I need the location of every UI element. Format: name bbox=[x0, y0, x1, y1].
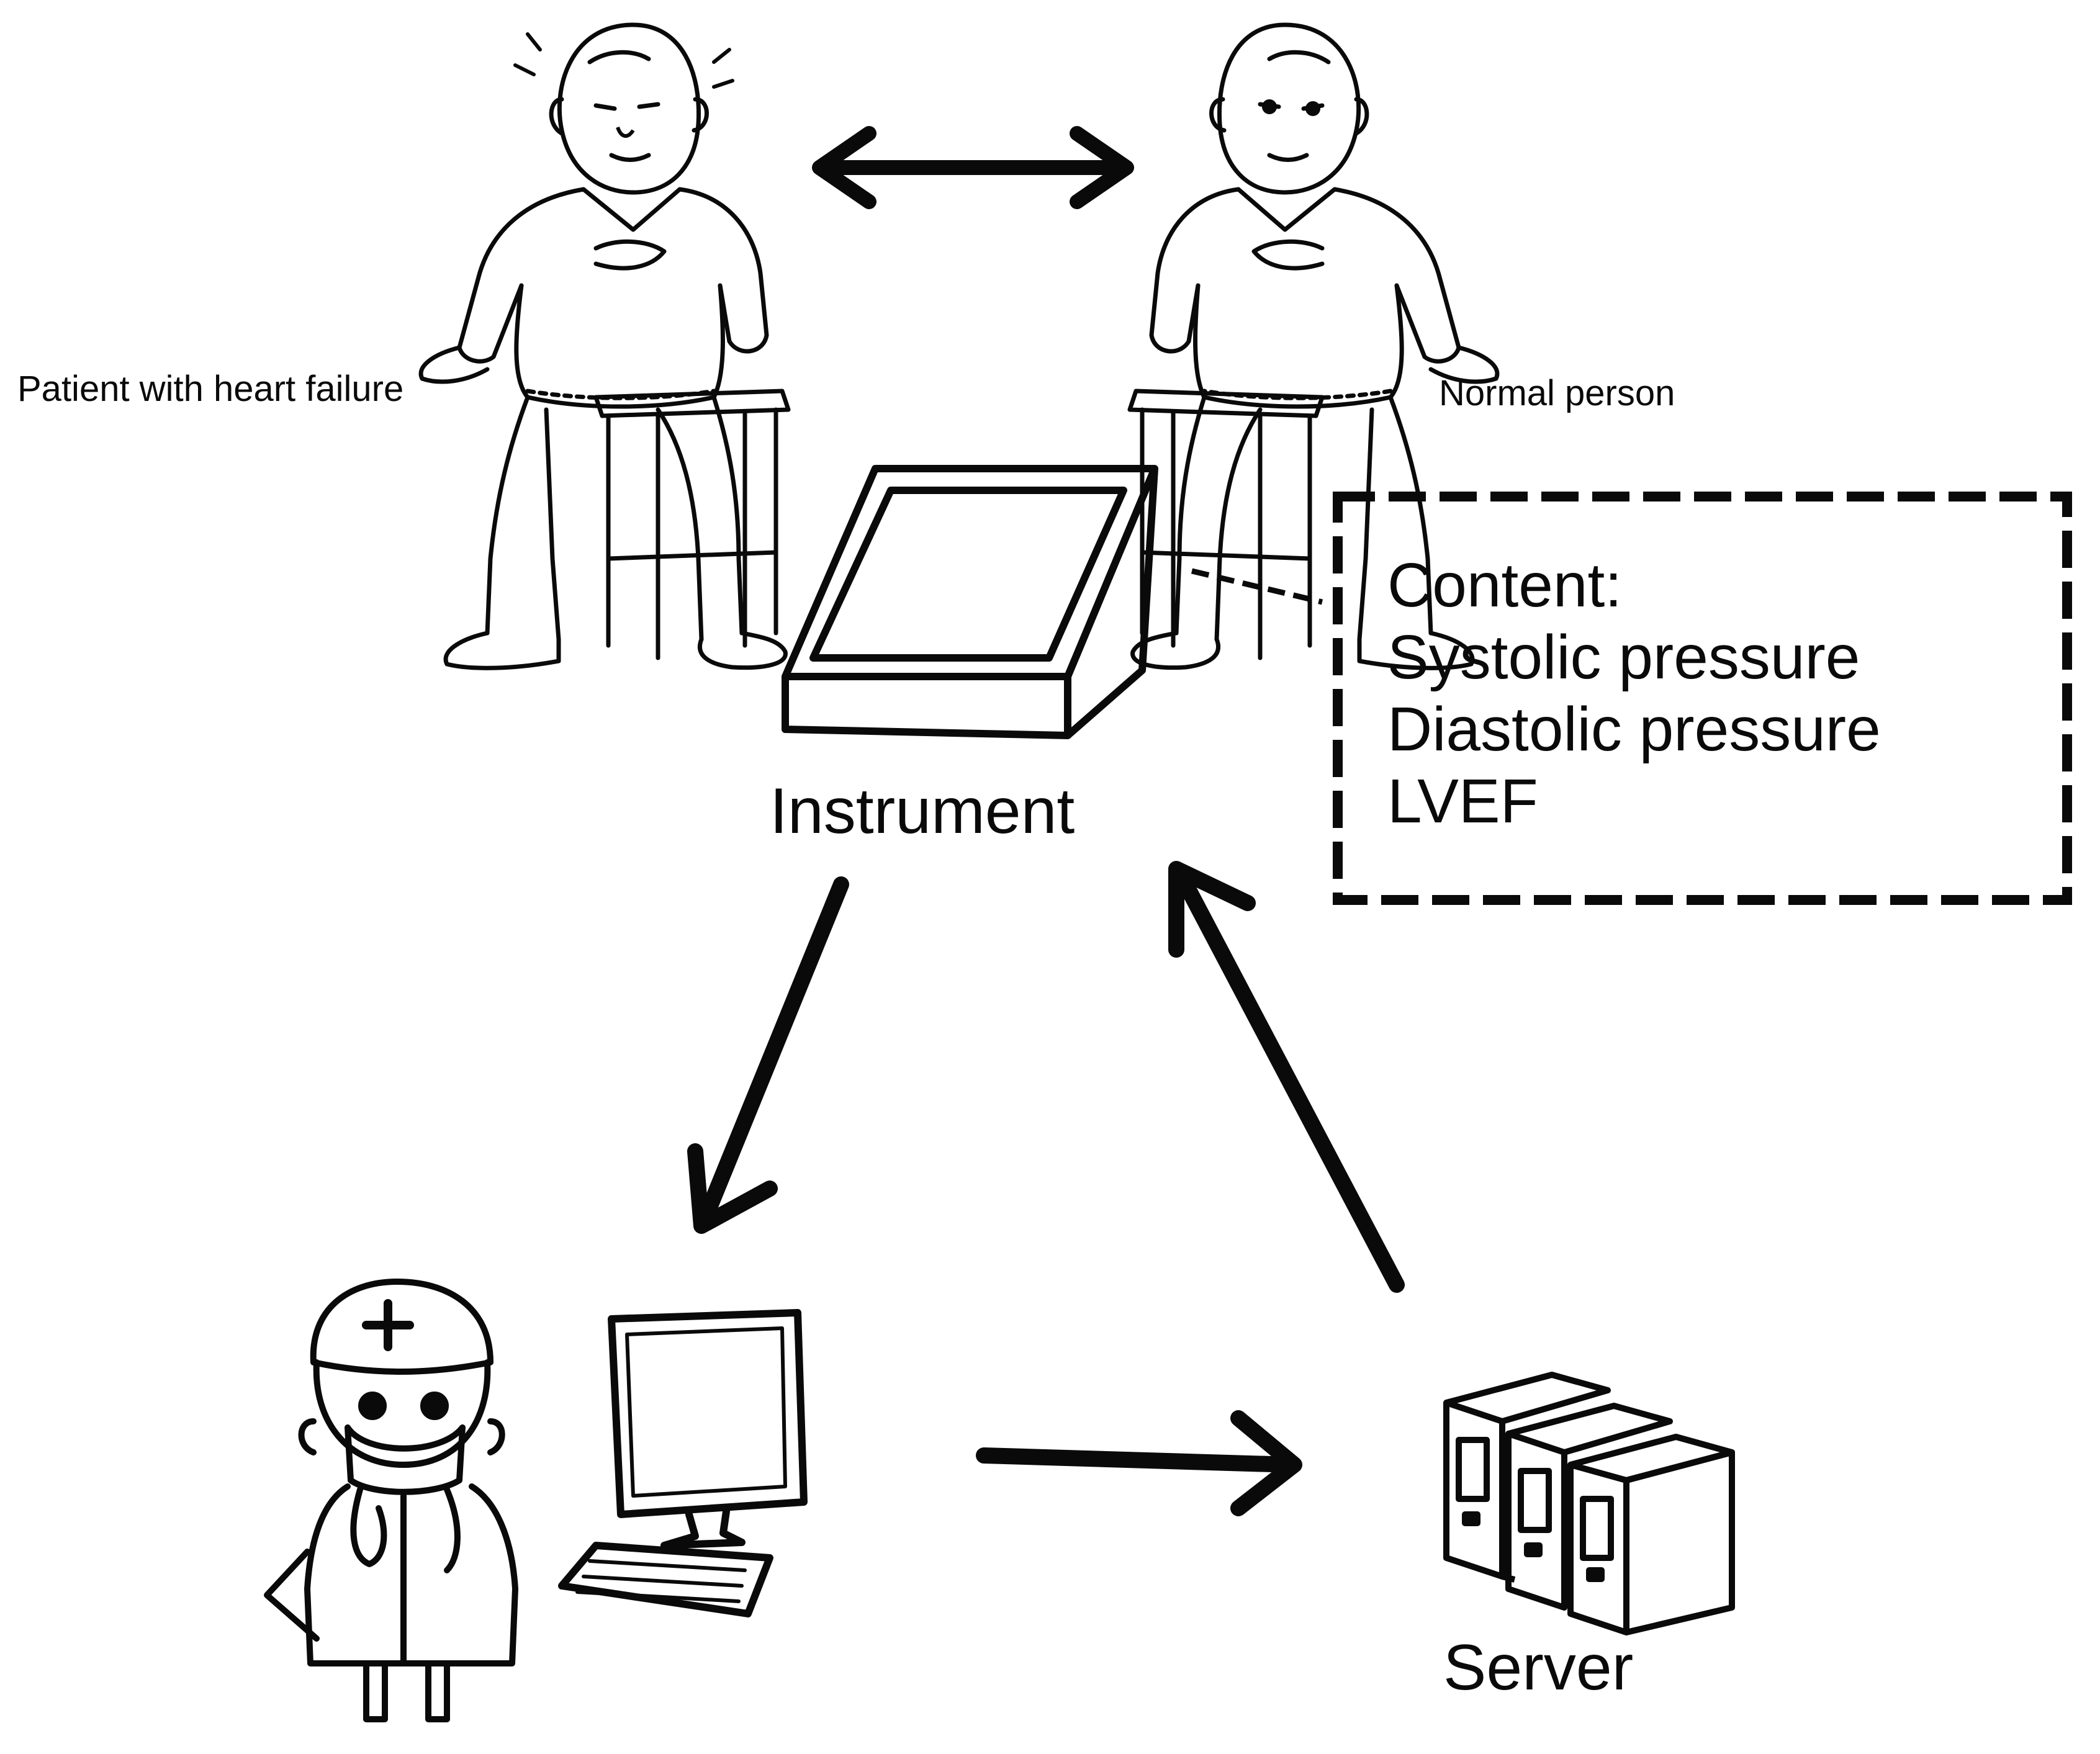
comparison-double-arrow bbox=[812, 126, 1134, 209]
arrow-instrument-to-doctor bbox=[687, 876, 849, 1234]
content-item-systolic: Systolic pressure bbox=[1387, 623, 1860, 692]
healthy-elderly-man-on-stool-icon bbox=[1130, 25, 1497, 668]
desktop-computer-icon bbox=[558, 1309, 808, 1617]
arrow-computer-to-server bbox=[976, 1410, 1302, 1516]
content-item-diastolic: Diastolic pressure bbox=[1387, 695, 1881, 764]
content-box: Content: Systolic pressure Diastolic pre… bbox=[1387, 549, 1881, 837]
content-heading: Content: bbox=[1387, 551, 1623, 620]
server-rack-icon bbox=[1443, 1372, 1735, 1635]
sick-elderly-man-on-stool-icon bbox=[421, 25, 788, 668]
normal-person-label: Normal person bbox=[1439, 373, 1675, 413]
measuring-instrument-icon bbox=[782, 465, 1158, 739]
content-box-border bbox=[1333, 492, 2072, 905]
arrow-server-to-instrument bbox=[1168, 861, 1405, 1293]
content-item-lvef: LVEF bbox=[1387, 767, 1538, 836]
server-label: Server bbox=[1443, 1632, 1634, 1704]
instrument-label: Instrument bbox=[770, 775, 1075, 847]
doctor-icon bbox=[264, 1279, 518, 1722]
patient-label: Patient with heart failure bbox=[17, 369, 404, 409]
instrument-content-connector bbox=[1191, 568, 1323, 605]
